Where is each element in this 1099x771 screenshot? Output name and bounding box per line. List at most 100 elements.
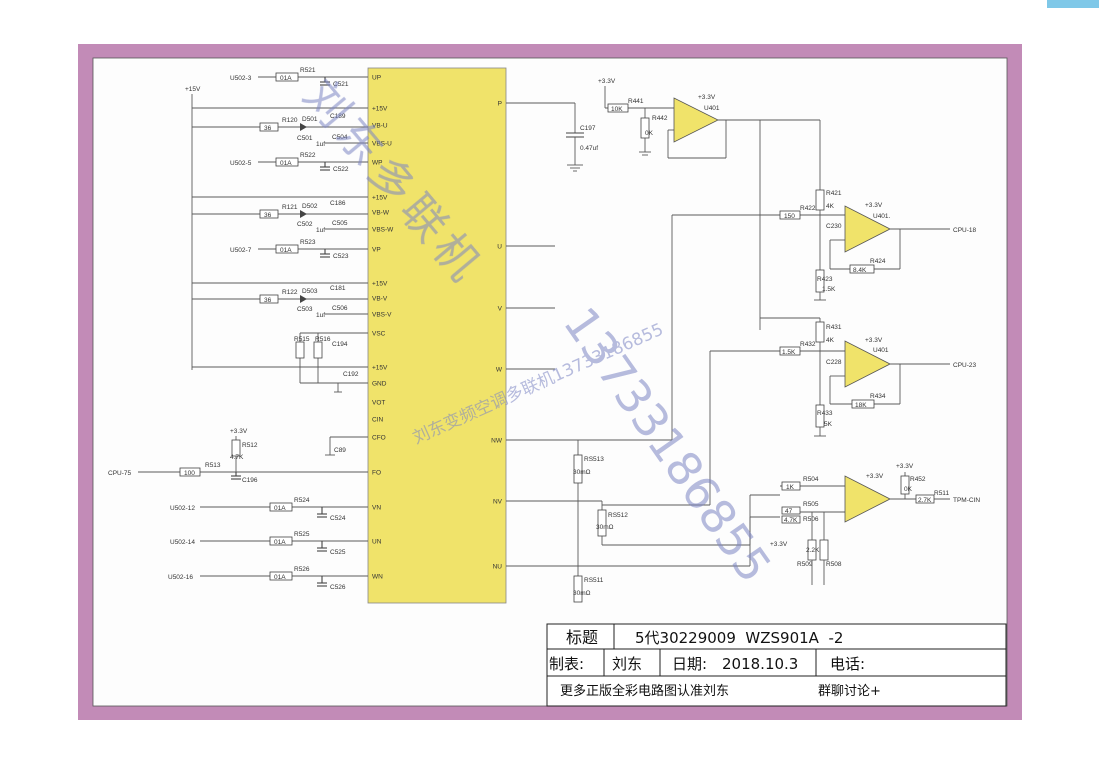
resistor-r515 xyxy=(295,341,305,359)
r122-value: 36 xyxy=(264,297,272,304)
net-plus33-fo: +3.3V xyxy=(230,428,248,435)
r506-value: 4.7K xyxy=(784,517,798,524)
r505-value: 47 xyxy=(785,508,793,515)
r512-label: R512 xyxy=(242,442,258,449)
r513-value: 100 xyxy=(184,470,195,477)
title-block: 标题 5代30229009 WZS901A -2 制表: 刘东 日期: 2018… xyxy=(546,623,1007,707)
resistor-r516 xyxy=(313,341,323,359)
ipm-pin-vn: VN xyxy=(372,505,381,512)
r507-value: 2.2K xyxy=(806,547,820,554)
c186-label: C186 xyxy=(330,200,346,207)
r432-label: R432 xyxy=(800,341,816,348)
r508-label: R508 xyxy=(826,561,842,568)
d502-label: D502 xyxy=(302,203,318,210)
net-plus33-b: +3.3V xyxy=(698,94,716,101)
r522-value: 01A xyxy=(280,160,292,167)
ipm-left-pin-labels: UP+15VVB-UVBS-UWP+15VVB-WVBS-WVP+15VVB-V… xyxy=(372,75,394,581)
ipm-pin--15v: +15V xyxy=(372,106,388,113)
ipm-pin-vbs-w: VBS-W xyxy=(372,227,394,234)
c89-label: C89 xyxy=(334,447,346,454)
ipm-pin-un: UN xyxy=(372,539,382,546)
resistor-r431 xyxy=(815,321,825,343)
resistor-r505 xyxy=(781,506,801,515)
ipm-pin-vbs-u: VBS-U xyxy=(372,141,392,148)
ipm-pin-w: W xyxy=(496,367,503,374)
r504-label: R504 xyxy=(803,476,819,483)
net-plus33-f: +3.3V xyxy=(866,473,884,480)
net-cpu23: CPU-23 xyxy=(953,362,977,369)
r513-label: R513 xyxy=(205,462,221,469)
r442-value: 0K xyxy=(645,130,654,137)
resistor-r525 xyxy=(269,536,293,546)
resistor-r522 xyxy=(275,157,299,167)
r421-label: R421 xyxy=(826,190,842,197)
r521-value: 01A xyxy=(280,75,292,82)
ipm-pin-v: V xyxy=(498,306,503,313)
r433-value: 5K xyxy=(824,421,833,428)
opamp-tpm-comparator xyxy=(844,475,891,523)
r434-label: R434 xyxy=(870,393,886,400)
shunt-rs511 xyxy=(573,575,583,603)
u401-cpu23-label: U401 xyxy=(873,347,889,354)
c523-label: C523 xyxy=(333,253,349,260)
resistor-r513 xyxy=(179,467,201,477)
c504-label: C504 xyxy=(332,134,348,141)
r512-value: 4.7K xyxy=(230,454,244,461)
ipm-chip xyxy=(367,67,507,604)
r452-label: R452 xyxy=(910,476,926,483)
c502-label: C502 xyxy=(297,221,313,228)
ipm-pin-wn: WN xyxy=(372,574,383,581)
r523-value: 01A xyxy=(280,247,292,254)
c503-value: 1uf xyxy=(316,312,325,319)
diode-d503 xyxy=(300,295,307,303)
resistor-r524 xyxy=(269,502,293,512)
d501-label: D501 xyxy=(302,116,318,123)
resistor-r424 xyxy=(849,264,875,274)
r521-label: R521 xyxy=(300,67,316,74)
ipm-pin-vbs-v: VBS-V xyxy=(372,312,392,319)
r506-label: R506 xyxy=(803,516,819,523)
maker-label: 制表: xyxy=(549,655,584,673)
ipm-pin-nv: NV xyxy=(493,499,503,506)
r120-value: 36 xyxy=(264,125,272,132)
r422-value: 150 xyxy=(784,213,795,220)
r452-value: 0K xyxy=(904,486,913,493)
r526-value: 01A xyxy=(274,574,286,581)
net-u502-16: U502-16 xyxy=(168,574,193,581)
r441-label: R441 xyxy=(628,98,644,105)
r431-label: R431 xyxy=(826,324,842,331)
ipm-pin--15v: +15V xyxy=(372,195,388,202)
r504-value: 1K xyxy=(786,484,795,491)
c522-label: C522 xyxy=(333,166,349,173)
c506-label: C506 xyxy=(332,305,348,312)
c501-value: 1uf xyxy=(316,141,325,148)
net-plus33-a: +3.3V xyxy=(598,78,616,85)
resistor-r508 xyxy=(819,539,829,561)
ipm-pin-fo: FO xyxy=(372,470,381,477)
resistor-r434 xyxy=(851,399,875,409)
c228-label: C228 xyxy=(826,359,842,366)
r525-label: R525 xyxy=(294,531,310,538)
r522-label: R522 xyxy=(300,152,316,159)
r524-label: R524 xyxy=(294,497,310,504)
c192-label: C192 xyxy=(343,371,359,378)
ipm-pin-vb-u: VB-U xyxy=(372,123,388,130)
r441-value: 10K xyxy=(611,106,623,113)
ipm-pin-vp: VP xyxy=(372,247,381,254)
ipm-pin-nu: NU xyxy=(493,564,503,571)
r526-label: R526 xyxy=(294,566,310,573)
resistor-r432 xyxy=(779,346,801,356)
ipm-pin-vb-w: VB-W xyxy=(372,210,390,217)
net-tpm-cin: TPM-CIN xyxy=(953,497,980,504)
c197-label: C197 xyxy=(580,125,596,132)
u401-cpu18-label: U401. xyxy=(873,213,891,220)
ipm-pin--15v: +15V xyxy=(372,365,388,372)
c194-label: C194 xyxy=(332,341,348,348)
ipm-pin-cin: CIN xyxy=(372,417,384,424)
opamp-u401-cpu23 xyxy=(844,340,891,388)
ipm-pin-nw: NW xyxy=(491,438,503,445)
net-u502-7: U502-7 xyxy=(230,247,252,254)
r432-value: 1.5K xyxy=(782,349,796,356)
c521-label: C521 xyxy=(333,81,349,88)
